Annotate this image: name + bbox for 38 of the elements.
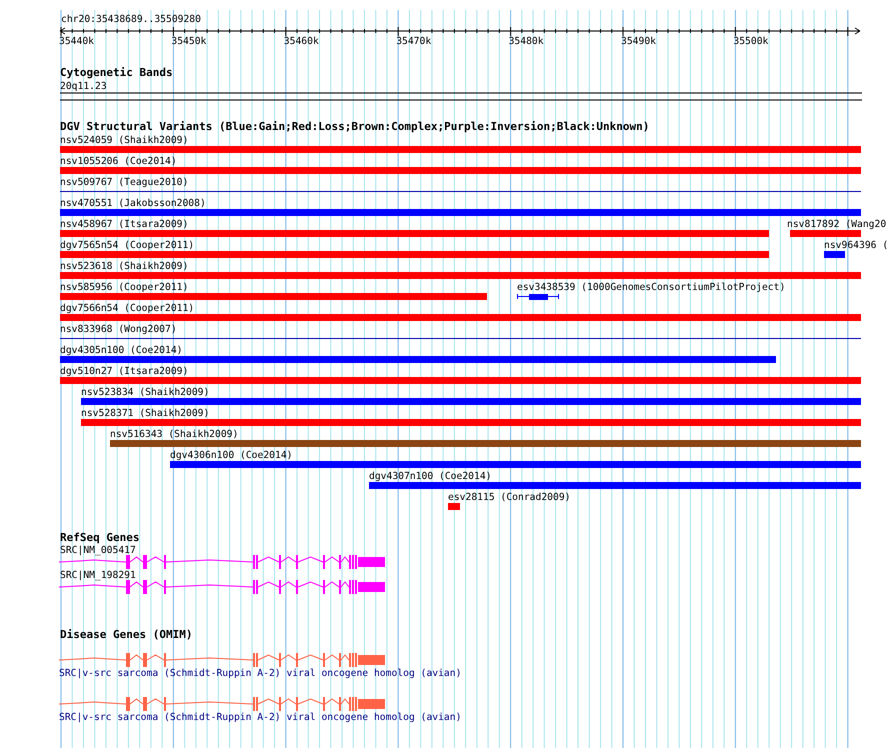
tick-label: 35500k [733,36,768,47]
gene-label: SRC|v-src sarcoma (Schmidt-Ruppin A-2) viral oncogene homolog (avian) [59,668,462,679]
coordinate-label: chr20:35438689..35509280 [61,14,201,25]
tick-label: 35460k [284,36,319,47]
variant-label: nsv523618 (Shaikh2009) [60,261,188,272]
variant-label: nsv1055206 (Coe2014) [60,156,177,167]
variant-label: nsv964396 ( [824,240,888,251]
variant-label: dgv4306n100 (Coe2014) [170,450,292,461]
variant-label: dgv4305n100 (Coe2014) [60,345,182,356]
variant-label: esv28115 (Conrad2009) [448,492,570,503]
variant-label: esv3438539 (1000GenomesConsortiumPilotProject) [517,282,786,293]
variant-label: dgv7566n54 (Cooper2011) [60,303,194,314]
track-title: Cytogenetic Bands [60,67,173,78]
variant-label: nsv585956 (Cooper2011) [60,282,188,293]
gene-label: SRC|v-src sarcoma (Schmidt-Ruppin A-2) viral oncogene homolog (avian) [59,712,462,723]
tick-label: 35480k [508,36,544,47]
variant-label: nsv523834 (Shaikh2009) [81,387,210,398]
tick-label: 35470k [396,36,432,47]
variant-label: nsv524059 (Shaikh2009) [60,135,188,146]
track-title: DGV Structural Variants (Blue:Gain;Red:Loss;Brown:Complex;Purple:Inversion;Black:Unknown) [60,121,650,132]
variant-label: nsv817892 (Wang20 [787,219,886,230]
tick-label: 35490k [621,36,656,47]
tick-label: 35440k [59,36,94,47]
variant-label: nsv833968 (Wong2007) [60,324,177,335]
track-title: RefSeq Genes [60,532,140,543]
track-title: Disease Genes (OMIM) [60,629,192,640]
variant-label: nsv470551 (Jakobsson2008) [60,198,206,209]
variant-label: dgv7565n54 (Cooper2011) [60,240,194,251]
variant-label: dgv510n27 (Itsara2009) [60,366,188,377]
variant-label: dgv4307n100 (Coe2014) [369,471,492,482]
tick-label: 35450k [171,36,206,47]
band-label: 20q11.23 [60,81,107,92]
variant-label: nsv458967 (Itsara2009) [60,219,188,230]
variant-label: nsv516343 (Shaikh2009) [110,429,238,440]
variant-label: nsv509767 (Teague2010) [60,177,188,188]
gene-label: SRC|NM_005417 [60,545,136,556]
variant-label: nsv528371 (Shaikh2009) [81,408,210,419]
gene-label: SRC|NM_198291 [60,570,136,581]
